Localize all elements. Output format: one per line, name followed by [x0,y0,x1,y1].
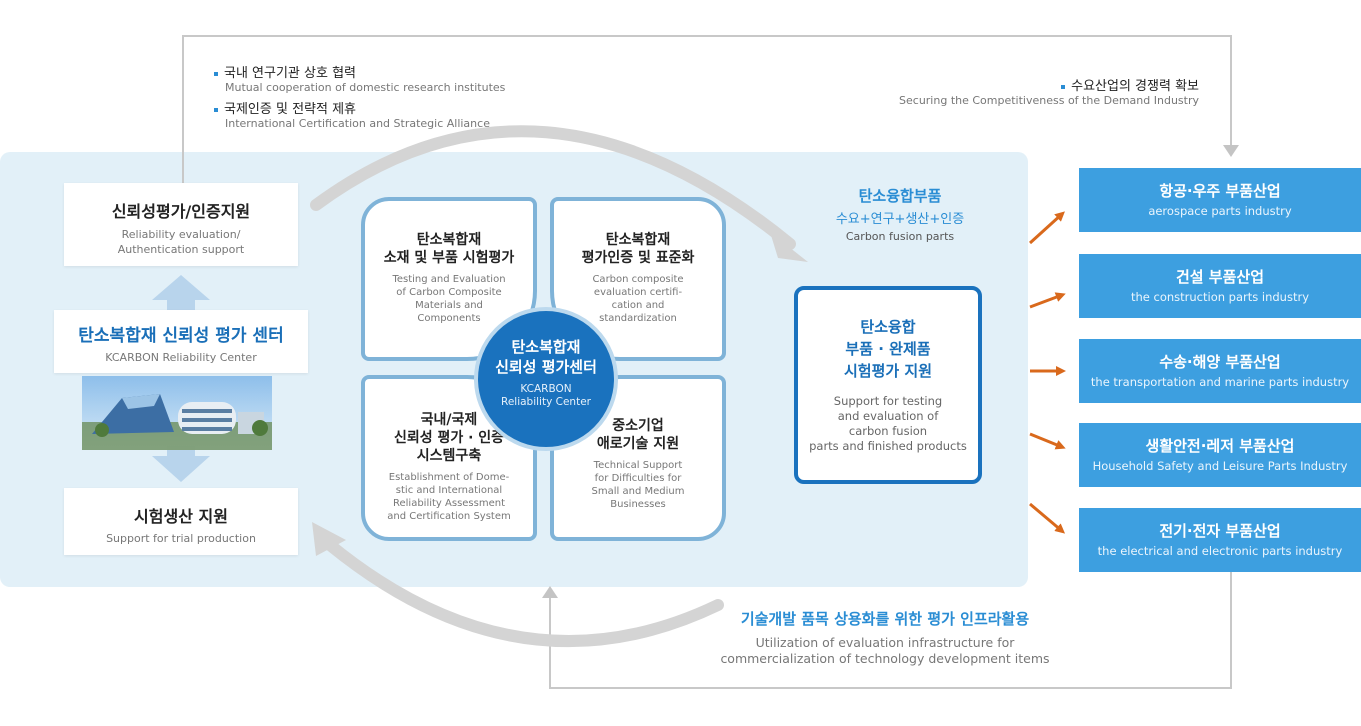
quadrant-tr-desc: Carbon composite evaluation certifi- cat… [592,274,684,324]
industry-transportation-en: the transportation and marine parts indu… [1090,375,1350,389]
reliability-center-box: 탄소복합재 신뢰성 평가 센터 KCARBON Reliability Cent… [54,310,308,373]
industry-electronics: 전기·전자 부품산업 the electrical and electronic… [1079,508,1361,572]
bottom-arc [324,539,724,648]
quadrant-br-desc: Technical Support for Difficulties for S… [591,460,685,510]
top-loop-line [182,35,1232,185]
reliability-support-en1: Reliability evaluation/ [121,228,241,241]
fusion-header-en: Carbon fusion parts [845,230,955,243]
infrastructure-title: 기술개발 품목 상용화를 위한 평가 인프라활용 [740,610,1030,628]
bullet-1-ko: 국내 연구기관 상호 협력 [214,62,505,81]
fusion-box-desc: Support for testing and evaluation of ca… [809,394,967,453]
industry-construction: 건설 부품산업 the construction parts industry [1079,254,1361,318]
industry-transportation-title: 수송·해양 부품산업 [1159,353,1281,371]
industry-construction-en: the construction parts industry [1130,290,1310,304]
quadrant-bl-title-3: 시스템구축 [416,448,482,464]
industry-electronics-title: 전기·전자 부품산업 [1159,522,1281,540]
quadrant-br-title-1: 중소기업 [612,418,664,434]
bullet-2-en: International Certification and Strategi… [225,117,490,130]
top-loop-arrowhead [1223,145,1239,157]
quadrant-tl-title-2: 소재 및 부품 시험평가 [383,250,515,266]
trial-production-box: 시험생산 지원 Support for trial production [64,488,298,555]
industry-aerospace-title: 항공·우주 부품산업 [1159,182,1281,200]
top-arc [310,125,796,250]
reliability-support-title: 신뢰성평가/인증지원 [111,202,251,221]
hub-title-1: 탄소복합재 [511,338,581,356]
orange-arrow-4 [1029,432,1066,450]
bullet-3-ko: 수요산업의 경쟁력 확보 [899,75,1199,94]
quadrant-testing-evaluation: 탄소복합재 소재 및 부품 시험평가 Testing and Evaluatio… [361,197,537,361]
reliability-center-en: KCARBON Reliability Center [105,351,257,364]
industry-aerospace-en: aerospace parts industry [1148,204,1292,218]
industry-safety-title: 생활안전·레저 부품산업 [1145,437,1295,455]
fusion-box-title-3: 시험평가 지원 [843,362,933,380]
quadrant-bl-desc: Establishment of Dome- stic and Internat… [387,472,511,522]
reliability-support-en2: Authentication support [117,243,245,256]
reliability-center-hub: 탄소복합재 신뢰성 평가센터 KCARBON Reliability Cente… [474,307,618,451]
down-arrow [152,446,210,482]
quadrant-bl-title-1: 국내/국제 [420,412,478,428]
bullet-group-left: 국내 연구기관 상호 협력 Mutual cooperation of dome… [214,62,505,130]
fusion-header-subtitle: 수요+연구+생산+인증 [835,212,965,227]
building-photo [82,376,272,450]
quadrant-br-title-2: 애로기술 지원 [596,436,680,452]
infrastructure-en: Utilization of evaluation infrastructure… [720,635,1050,666]
quadrant-tl-desc: Testing and Evaluation of Carbon Composi… [392,274,506,324]
bottom-arc-arrowhead [312,522,346,556]
quadrant-tr-title-2: 평가인증 및 표준화 [581,250,695,266]
industry-transportation: 수송·해양 부품산업 the transportation and marine… [1079,339,1361,403]
hub-title-2: 신뢰성 평가센터 [495,358,597,376]
quadrant-certification-standardization: 탄소복합재 평가인증 및 표준화 Carbon composite evalua… [550,197,726,361]
industry-electronics-en: the electrical and electronic parts indu… [1097,544,1343,558]
bullet-group-right: 수요산업의 경쟁력 확보 Securing the Competitivenes… [899,75,1199,107]
industry-safety-en: Household Safety and Leisure Parts Indus… [1092,459,1348,473]
quadrant-tl-title-1: 탄소복합재 [416,232,482,248]
orange-arrow-2 [1029,292,1066,309]
bullet-2-ko: 국제인증 및 전략적 제휴 [214,98,505,117]
reliability-center-title: 탄소복합재 신뢰성 평가 센터 [78,326,284,346]
industry-safety-leisure: 생활안전·레저 부품산업 Household Safety and Leisur… [1079,423,1361,487]
up-arrow [152,275,210,310]
reliability-support-box: 신뢰성평가/인증지원 Reliability evaluation/ Authe… [64,183,298,266]
quadrant-tr-title-1: 탄소복합재 [605,232,671,248]
bottom-loop-arrowhead [542,586,558,598]
orange-arrow-5 [1029,502,1066,534]
top-arc-arrowhead [770,232,808,262]
orange-arrow-1 [1028,211,1065,245]
fusion-testing-box: 탄소융합 부품 · 완제품 시험평가 지원 Support for testin… [794,286,982,484]
industry-aerospace: 항공·우주 부품산업 aerospace parts industry [1079,168,1361,232]
industry-construction-title: 건설 부품산업 [1175,268,1265,286]
fusion-header-title: 탄소융합부품 [858,187,942,205]
bullet-3-en: Securing the Competitiveness of the Dema… [899,94,1199,107]
fusion-box-title-1: 탄소융합 [860,318,916,336]
fusion-parts-header: 탄소융합부품 수요+연구+생산+인증 Carbon fusion parts [800,185,1000,243]
quadrant-bl-title-2: 신뢰성 평가 · 인증 [393,430,505,446]
bullet-1-en: Mutual cooperation of domestic research … [225,81,506,94]
quadrant-sme-support: 중소기업 애로기술 지원 Technical Support for Diffi… [550,375,726,541]
trial-production-title: 시험생산 지원 [134,507,228,526]
hub-en: KCARBON Reliability Center [501,383,591,408]
fusion-box-title-2: 부품 · 완제품 [845,340,931,358]
trial-production-en: Support for trial production [106,532,256,545]
